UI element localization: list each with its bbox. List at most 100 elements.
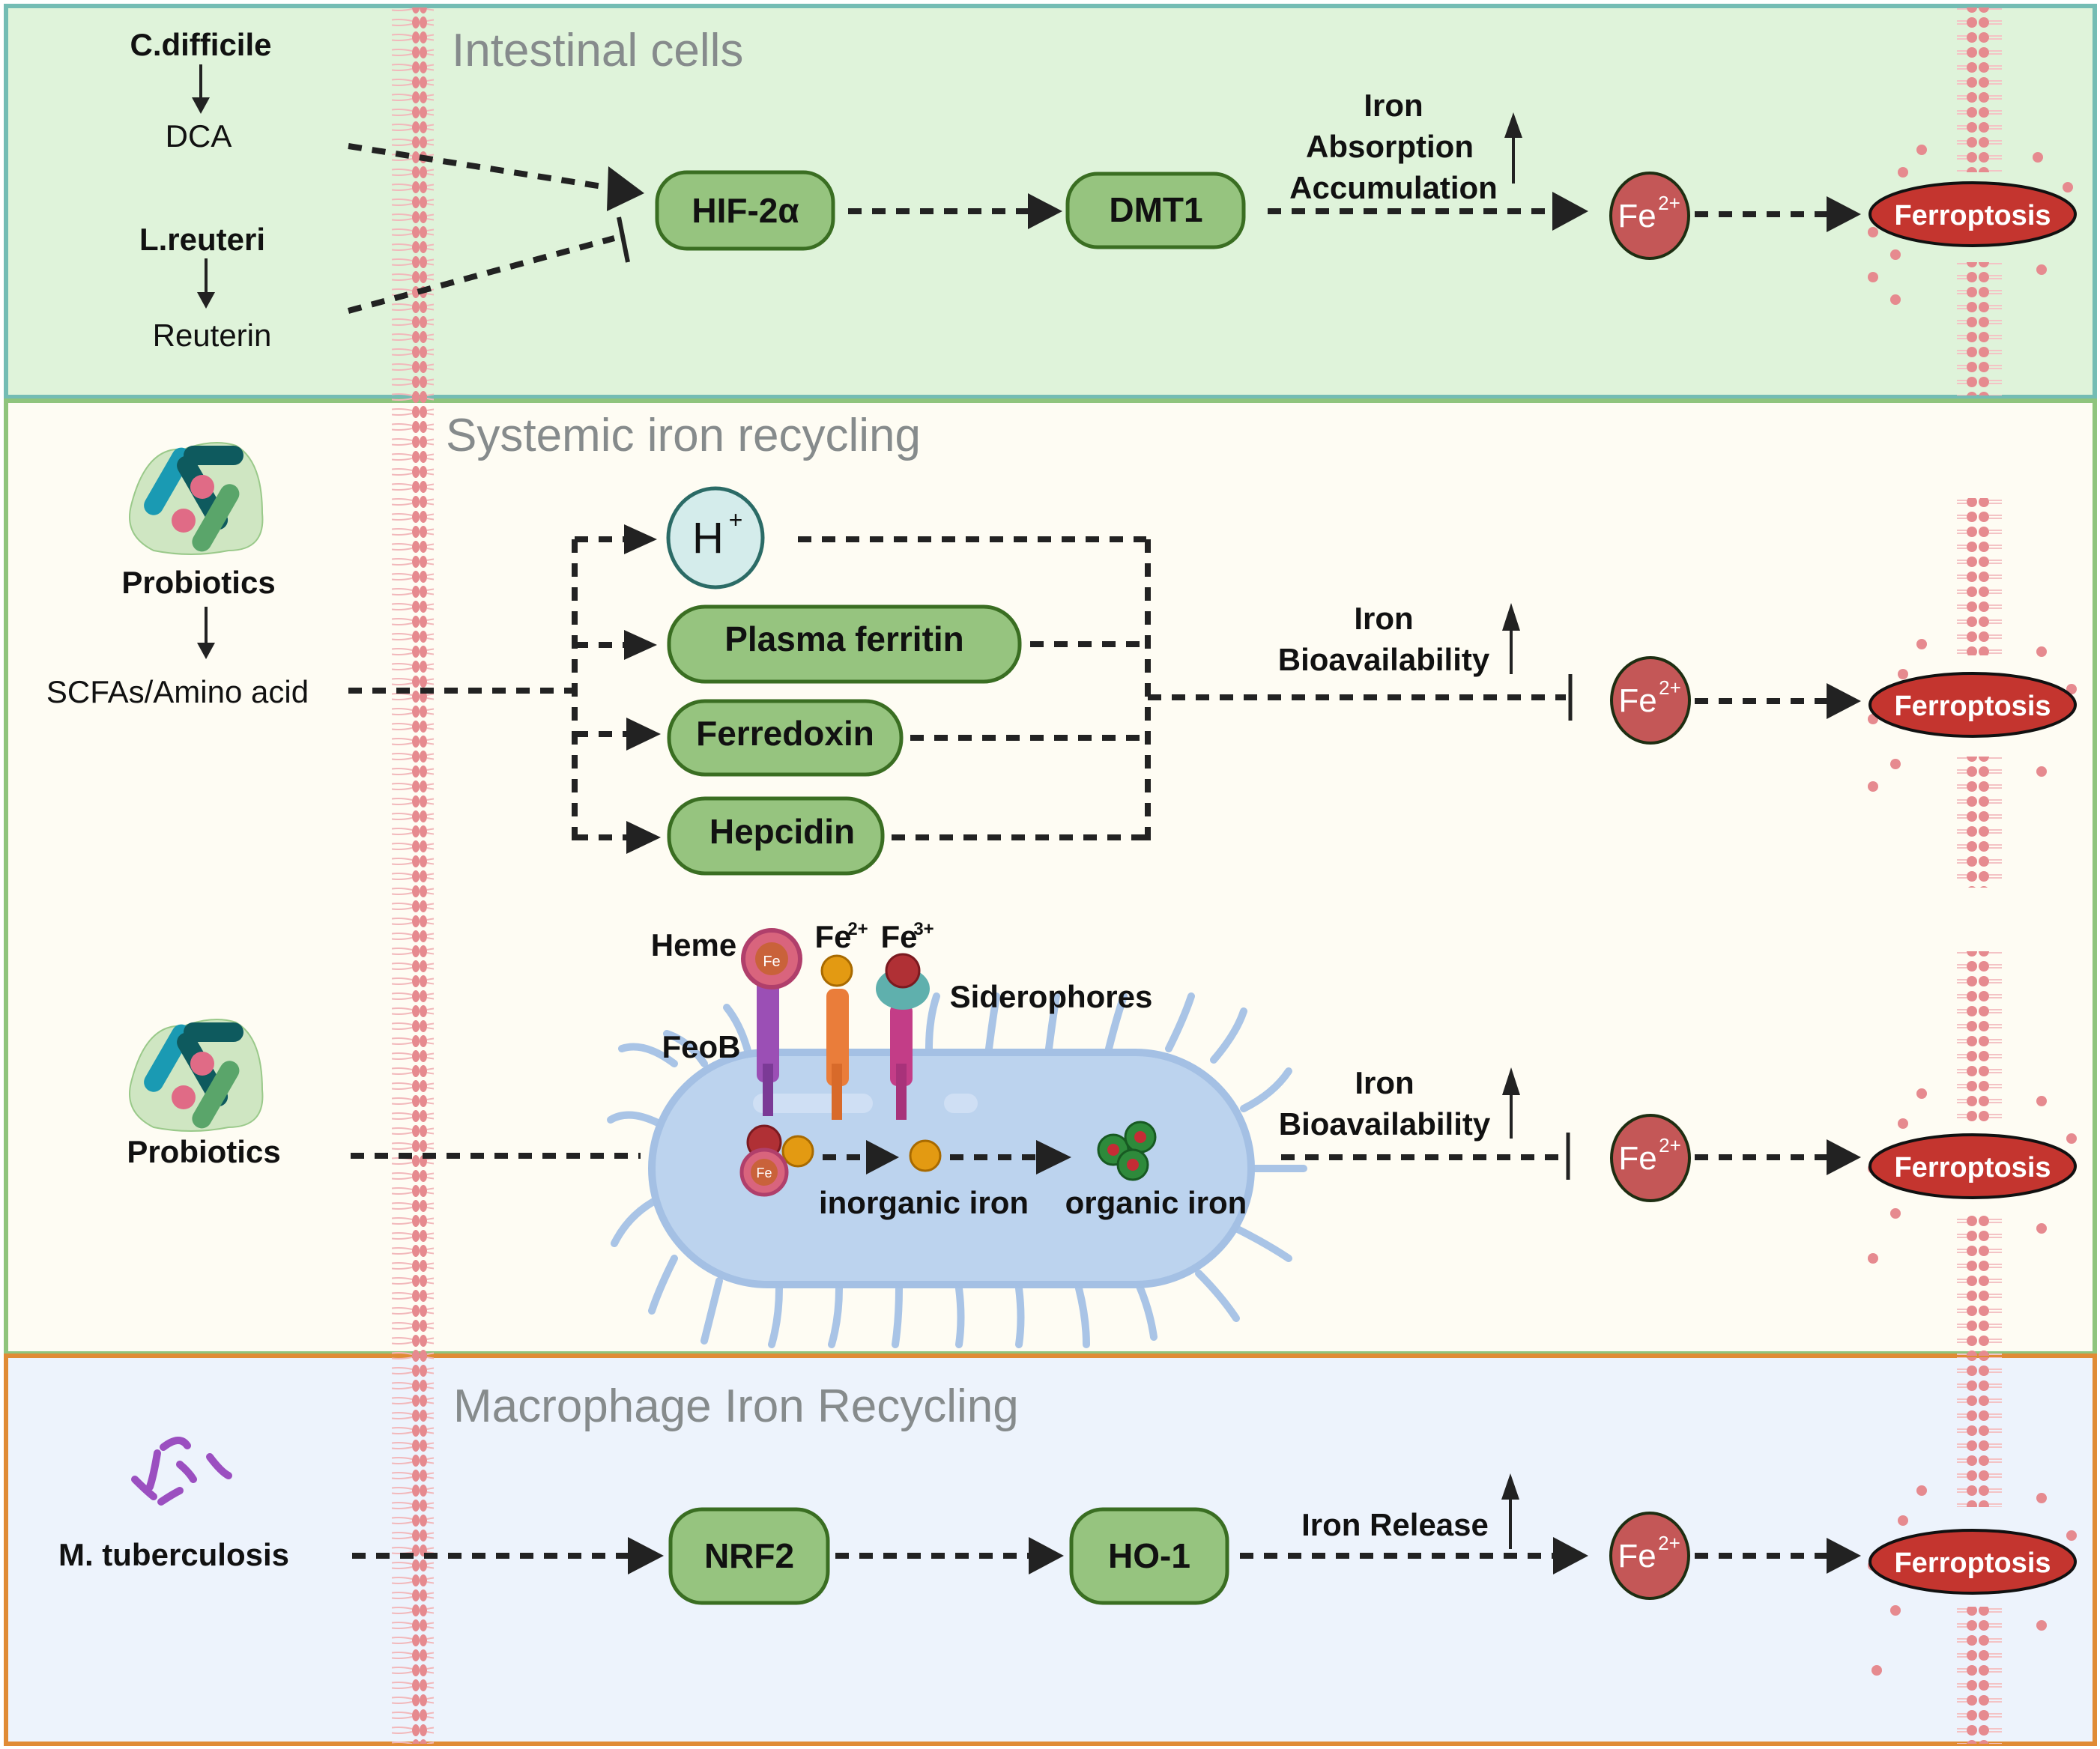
iron-label: Fe	[1618, 198, 1656, 234]
iron-charge: 2+	[1658, 192, 1680, 214]
annotation-line: Absorption	[1306, 129, 1474, 164]
product-label: DCA	[166, 118, 232, 154]
feob-label: FeoB	[662, 1029, 741, 1064]
heme-fe-label: Fe	[763, 954, 780, 970]
arrowhead-icon	[1553, 1537, 1588, 1574]
ferroptosis-label: Ferroptosis	[1894, 1152, 2051, 1183]
iron-charge: 2+	[1658, 1532, 1680, 1554]
organic-iron-icon	[1097, 1121, 1157, 1181]
source-label: C.difficile	[130, 27, 271, 62]
arrowhead-icon	[1036, 1140, 1071, 1174]
source-label: Probiotics	[127, 1134, 280, 1169]
node-plasma-ferritin	[667, 604, 1022, 684]
node-label: NRF2	[704, 1536, 794, 1575]
node-ho1	[1069, 1507, 1229, 1605]
source-label: Probiotics	[121, 565, 275, 600]
ferroptosis-badge	[1868, 672, 2077, 738]
arrowhead-icon	[1827, 196, 1861, 232]
heme-fe-label: Fe	[756, 1166, 772, 1180]
node-proton	[666, 486, 765, 589]
iron-ion-fe2	[1609, 172, 1690, 260]
feob-transporter-icon	[741, 928, 802, 1116]
heme-label: Heme	[651, 927, 736, 963]
fe2-transporter-icon	[820, 954, 853, 1120]
siderophore-transporter-icon	[876, 953, 930, 1120]
iron-ion-fe2	[1610, 1114, 1691, 1202]
arrowhead-icon	[197, 292, 215, 309]
fe3-label: Fe	[880, 919, 917, 954]
ferroptosis-badge	[1868, 1133, 2077, 1199]
arrowhead-icon	[1827, 683, 1861, 719]
arrowhead-icon	[192, 97, 210, 114]
product-label: Reuterin	[153, 318, 272, 353]
node-charge: +	[729, 506, 743, 533]
node-hif2a	[655, 170, 835, 251]
node-label: H	[692, 514, 724, 563]
source-label: L.reuteri	[139, 222, 265, 257]
annotation-line: Iron Release	[1301, 1507, 1489, 1542]
arrowhead-icon	[197, 643, 215, 659]
cell-membrane-right-4	[1868, 1357, 2077, 1744]
up-arrow-icon	[1504, 112, 1522, 138]
arrowhead-icon	[607, 166, 644, 211]
inorganic-iron-label: inorganic iron	[819, 1185, 1029, 1220]
activation-edge	[348, 143, 608, 190]
node-ferredoxin	[667, 699, 904, 777]
node-label: DMT1	[1109, 190, 1202, 229]
ferroptosis-label: Ferroptosis	[1894, 691, 2051, 722]
arrowhead-icon	[626, 821, 661, 854]
annotation-line: Accumulation	[1289, 170, 1498, 205]
arrowhead-icon	[866, 1140, 899, 1174]
inhibition-bar	[617, 216, 630, 263]
annotation-line: Iron	[1354, 601, 1413, 636]
up-arrow-icon	[1502, 603, 1520, 631]
cell-membrane-right-2	[1868, 498, 2077, 888]
bacterium-illustration	[607, 992, 1307, 1348]
arrowhead-icon	[1827, 1139, 1861, 1175]
cell-membrane-left	[392, 7, 434, 1744]
source-label: M. tuberculosis	[58, 1537, 289, 1572]
organic-iron-label: organic iron	[1065, 1185, 1247, 1220]
annotation-line: Iron	[1355, 1065, 1414, 1100]
arrowhead-icon	[628, 1537, 664, 1574]
up-arrow-icon	[1501, 1473, 1519, 1500]
panel-title: Intestinal cells	[452, 25, 743, 76]
node-label: Ferredoxin	[696, 714, 874, 753]
node-hepcidin	[667, 796, 885, 876]
ferroptosis-badge	[1868, 1529, 2077, 1595]
up-arrow-icon	[1502, 1067, 1520, 1095]
arrowhead-icon	[624, 524, 657, 554]
node-label: Hepcidin	[709, 812, 855, 851]
annotation-line: Bioavailability	[1279, 1106, 1491, 1142]
inorganic-iron-icon	[909, 1139, 942, 1172]
panel-title: Systemic iron recycling	[446, 410, 921, 461]
ferroptosis-label: Ferroptosis	[1894, 1548, 2051, 1579]
annotation-line: Iron	[1364, 88, 1423, 123]
ferroptosis-label: Ferroptosis	[1894, 200, 2051, 231]
iron-charge: 2+	[1659, 676, 1681, 699]
panel-title: Macrophage Iron Recycling	[453, 1380, 1019, 1432]
heme-complex-icon	[739, 1124, 814, 1197]
probiotics-icon	[129, 1019, 264, 1132]
fe2-charge: 2+	[847, 919, 868, 939]
iron-label: Fe	[1618, 1140, 1656, 1177]
node-label: HIF-2α	[692, 191, 799, 230]
m-tuberculosis-icon	[131, 1437, 232, 1506]
product-label: SCFAs/Amino acid	[46, 674, 309, 709]
arrowhead-icon	[1028, 193, 1062, 229]
arrowhead-icon	[626, 718, 661, 751]
node-nrf2	[668, 1507, 830, 1605]
node-label: HO-1	[1108, 1536, 1190, 1575]
node-label: Plasma ferritin	[724, 619, 964, 658]
iron-label: Fe	[1618, 1538, 1656, 1574]
iron-label: Fe	[1618, 682, 1656, 719]
siderophores-label: Siderophores	[950, 979, 1153, 1014]
iron-ion-fe2	[1610, 656, 1691, 745]
probiotics-icon	[129, 442, 264, 555]
iron-ion-fe2	[1609, 1512, 1690, 1600]
arrowhead-icon	[624, 630, 657, 660]
arrowhead-icon	[1552, 192, 1588, 231]
panel-intestinal-cells	[4, 4, 2097, 399]
arrowhead-icon	[1827, 1538, 1861, 1574]
